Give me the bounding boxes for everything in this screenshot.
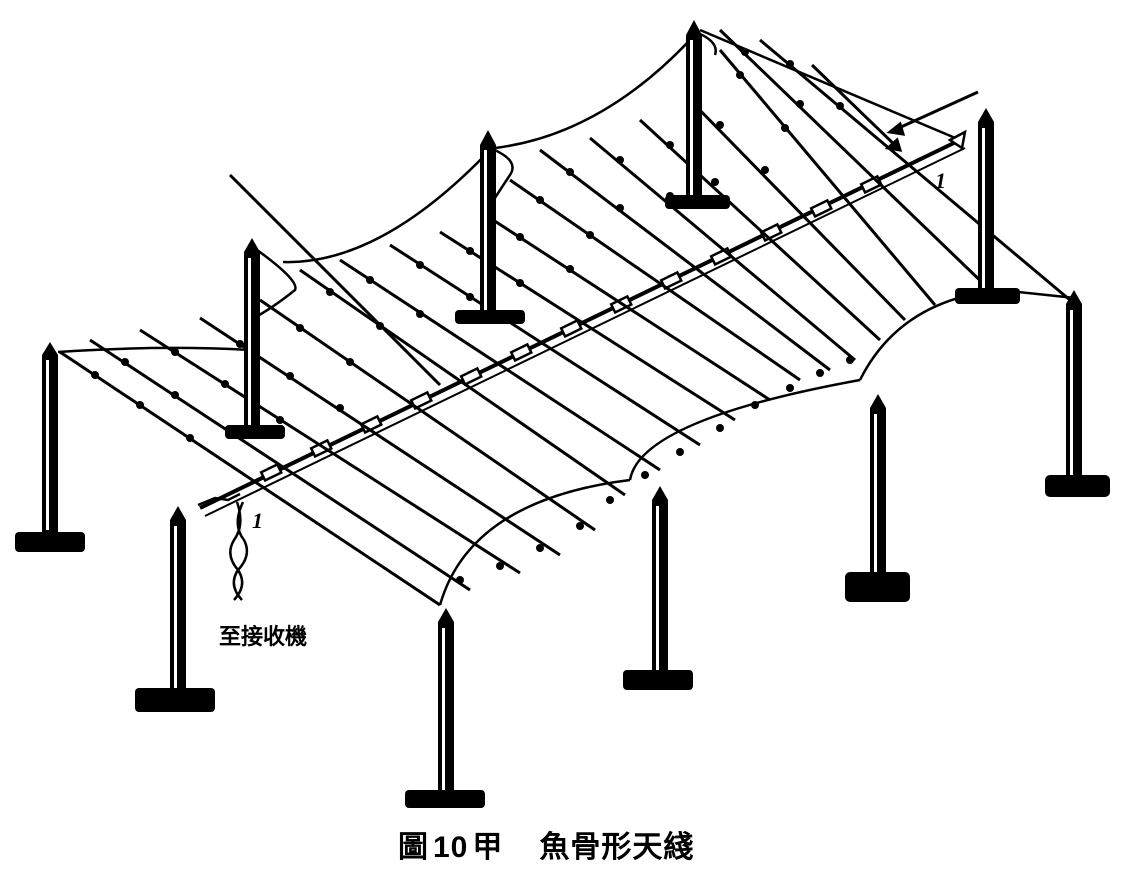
- pole-right-outer: [1045, 290, 1110, 497]
- caption-suffix: 甲: [472, 830, 504, 865]
- central-boom: [199, 138, 966, 517]
- pole-mid-right-front: [845, 394, 910, 602]
- pole-back-right-outer: [955, 108, 1020, 304]
- signal-arrows: [810, 63, 979, 152]
- rib-elements: [59, 28, 1071, 607]
- pole-left-front: [135, 506, 215, 712]
- termination-right: [947, 129, 967, 151]
- terminal-mark-left: 1: [252, 508, 263, 533]
- caption-number: 10: [433, 831, 469, 864]
- support-guy-wires: [228, 173, 442, 387]
- catenary-wires: [57, 28, 1076, 606]
- support-poles: [15, 20, 1110, 808]
- to-receiver-label: 至接收機: [219, 624, 308, 650]
- pole-front-center: [405, 608, 485, 808]
- feeder-twin-lead: [197, 492, 249, 601]
- rib-insulators: [91, 48, 854, 584]
- terminal-mark-right: 1: [935, 168, 946, 193]
- pole-front-left-inner: [225, 238, 285, 439]
- pole-mid-front: [623, 486, 693, 690]
- caption-title: 魚骨形天綫: [539, 830, 695, 865]
- pole-back-center: [455, 130, 525, 324]
- caption-prefix: 圖: [398, 830, 429, 865]
- pole-front-left-outer: [15, 342, 85, 552]
- pole-back-right: [665, 20, 730, 209]
